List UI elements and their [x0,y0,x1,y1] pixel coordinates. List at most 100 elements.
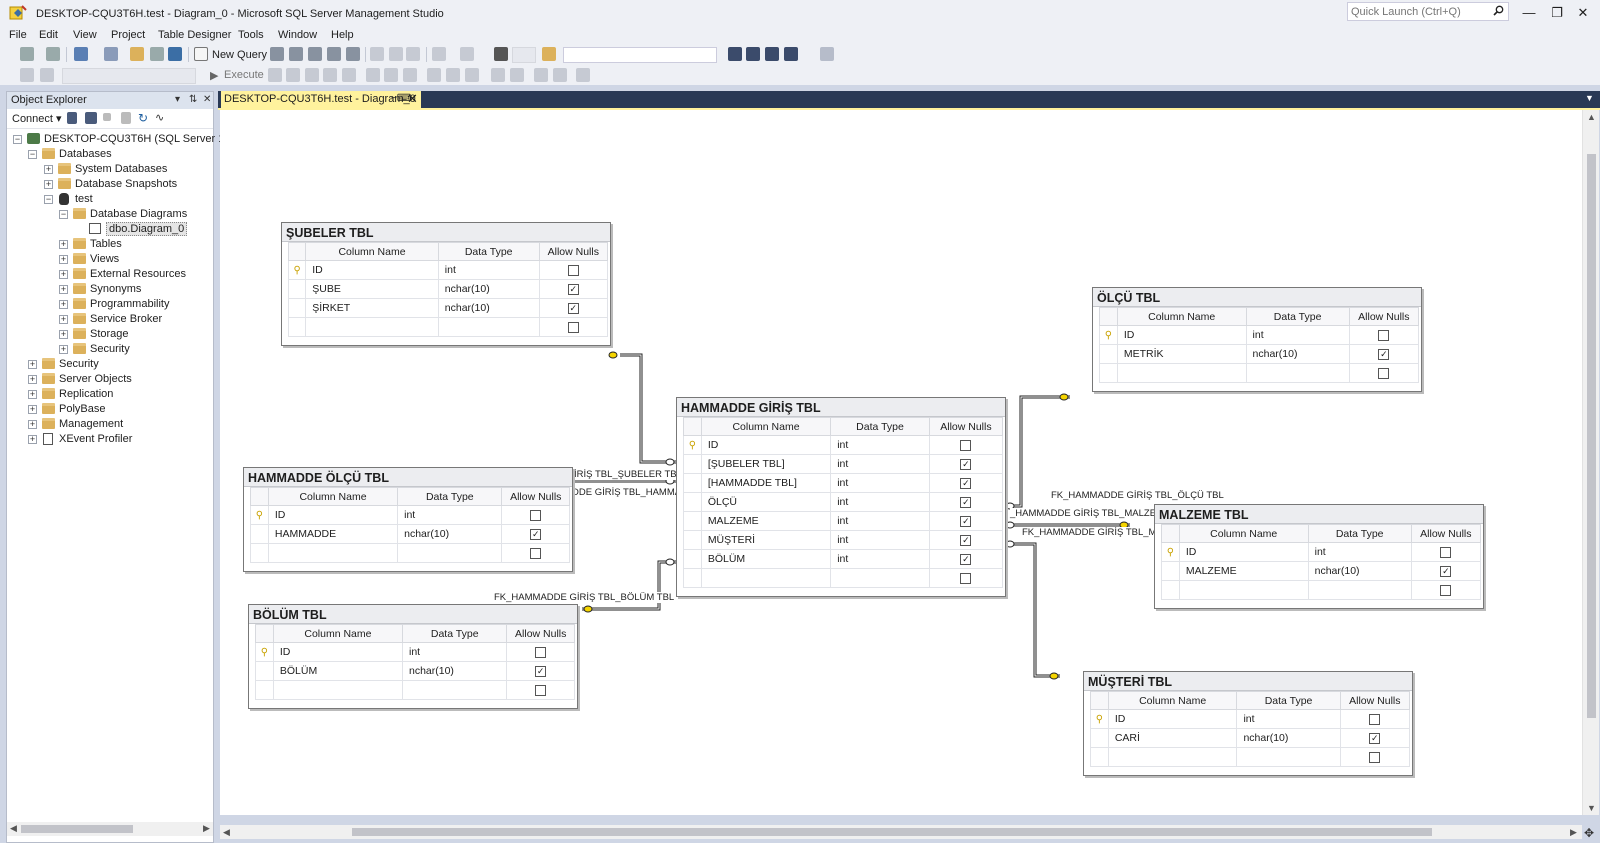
decrease-indent-icon[interactable] [465,68,479,82]
back-icon[interactable] [20,47,34,61]
find-in-files-icon[interactable] [542,47,556,61]
allow-nulls-checkbox[interactable] [1378,329,1390,341]
connect-icon[interactable] [67,112,77,124]
table-row-new[interactable] [1090,747,1411,767]
allow-nulls-checkbox[interactable]: ✓ [960,496,972,508]
allow-nulls-checkbox[interactable] [1440,546,1452,558]
table-row[interactable]: [HAMMADDE TBL]int✓ [683,473,1004,493]
open-file-icon[interactable] [130,47,144,61]
stop-icon[interactable] [103,113,111,121]
allow-nulls-checkbox[interactable] [530,509,542,521]
quick-launch-input[interactable] [1348,3,1488,20]
scroll-right-icon[interactable]: ▶ [203,823,210,833]
table-row-new[interactable] [1161,580,1482,600]
object-explorer-hscroll[interactable]: ◀ ▶ [7,822,213,836]
allow-nulls-checkbox[interactable]: ✓ [960,477,972,489]
allow-nulls-checkbox[interactable]: ✓ [535,665,547,677]
allow-nulls-checkbox[interactable]: ✓ [960,515,972,527]
allow-nulls-checkbox[interactable] [1440,584,1452,596]
close-panel-icon[interactable]: ✕ [203,94,212,105]
tab-pin-icon[interactable]: −⌨ [391,93,412,104]
execute-icon[interactable]: ▶ [210,70,219,82]
properties-icon[interactable] [746,47,760,61]
minimize-button[interactable]: — [1522,5,1536,20]
table-title[interactable]: ŞUBELER TBL [282,223,610,242]
table-title[interactable]: MÜŞTERİ TBL [1084,672,1412,691]
menu-help[interactable]: Help [331,29,354,41]
allow-nulls-checkbox[interactable]: ✓ [960,553,972,565]
results-to-file-icon[interactable] [403,68,417,82]
table-title[interactable]: MALZEME TBL [1155,505,1483,524]
tab-list-dropdown-icon[interactable]: ▼ [1585,93,1594,103]
specify-values-icon[interactable] [510,68,524,82]
scroll-left-icon[interactable]: ◀ [223,827,230,837]
table-row-new[interactable] [1099,363,1420,383]
db-engine-query-icon[interactable] [270,47,284,61]
restore-button[interactable]: ❐ [1551,5,1563,20]
table-title[interactable]: BÖLÜM TBL [249,605,577,624]
relation-label-hammadde[interactable]: DDE GİRİŞ TBL_HAMMADD [572,487,695,498]
live-stats-icon[interactable] [553,68,567,82]
activity-monitor-icon[interactable] [494,47,508,61]
das-query-icon[interactable] [346,47,360,61]
toolbar-options-icon[interactable] [820,47,834,61]
refresh-icon[interactable]: ↻ [138,111,149,125]
relation-label-olcu[interactable]: FK_HAMMADDE GİRİŞ TBL_ÖLÇÜ TBL [1051,490,1224,501]
scroll-thumb[interactable] [352,828,1432,836]
allow-nulls-checkbox[interactable]: ✓ [1440,565,1452,577]
new-query-button[interactable]: New Query [212,49,268,61]
save-icon[interactable] [150,47,164,61]
diagram-vscroll[interactable]: ▲ ▼ [1582,110,1599,815]
allow-nulls-checkbox[interactable] [530,547,542,559]
allow-nulls-checkbox[interactable] [1369,751,1381,763]
intellisense-icon[interactable] [342,68,356,82]
table-title[interactable]: HAMMADDE ÖLÇÜ TBL [244,468,572,487]
undo-icon[interactable] [432,47,446,61]
add-item-icon[interactable] [104,47,118,61]
cancel-query-icon[interactable] [268,68,282,82]
menu-window[interactable]: Window [278,29,318,41]
close-button[interactable]: ✕ [1577,5,1589,20]
new-query-icon[interactable] [194,47,208,61]
table-row-new[interactable] [255,680,575,700]
allow-nulls-checkbox[interactable]: ✓ [567,283,579,295]
display-plan-icon[interactable] [305,68,319,82]
allow-nulls-checkbox[interactable]: ✓ [960,534,972,546]
dmx-query-icon[interactable] [308,47,322,61]
results-to-text-icon[interactable] [366,68,380,82]
query-options-icon[interactable] [323,68,337,82]
table-row-new[interactable] [683,568,1004,588]
allow-nulls-checkbox[interactable] [960,439,972,451]
solution-config-dropdown[interactable] [512,47,536,63]
allow-nulls-checkbox[interactable] [535,684,547,696]
copy-icon[interactable] [389,47,403,61]
table-title[interactable]: ÖLÇÜ TBL [1093,288,1421,307]
menu-view[interactable]: View [73,29,97,41]
find-dropdown[interactable] [563,47,717,63]
results-to-grid-icon[interactable] [384,68,398,82]
allow-nulls-checkbox[interactable] [567,321,579,333]
save-all-icon[interactable] [168,47,182,61]
quick-launch[interactable] [1347,2,1509,21]
scroll-thumb[interactable] [21,825,133,833]
forward-icon[interactable] [46,47,60,61]
allow-nulls-checkbox[interactable] [535,646,547,658]
pan-navigator-icon[interactable]: ✥ [1584,826,1595,840]
uncomment-icon[interactable] [446,68,460,82]
table-row-new[interactable] [287,317,609,337]
